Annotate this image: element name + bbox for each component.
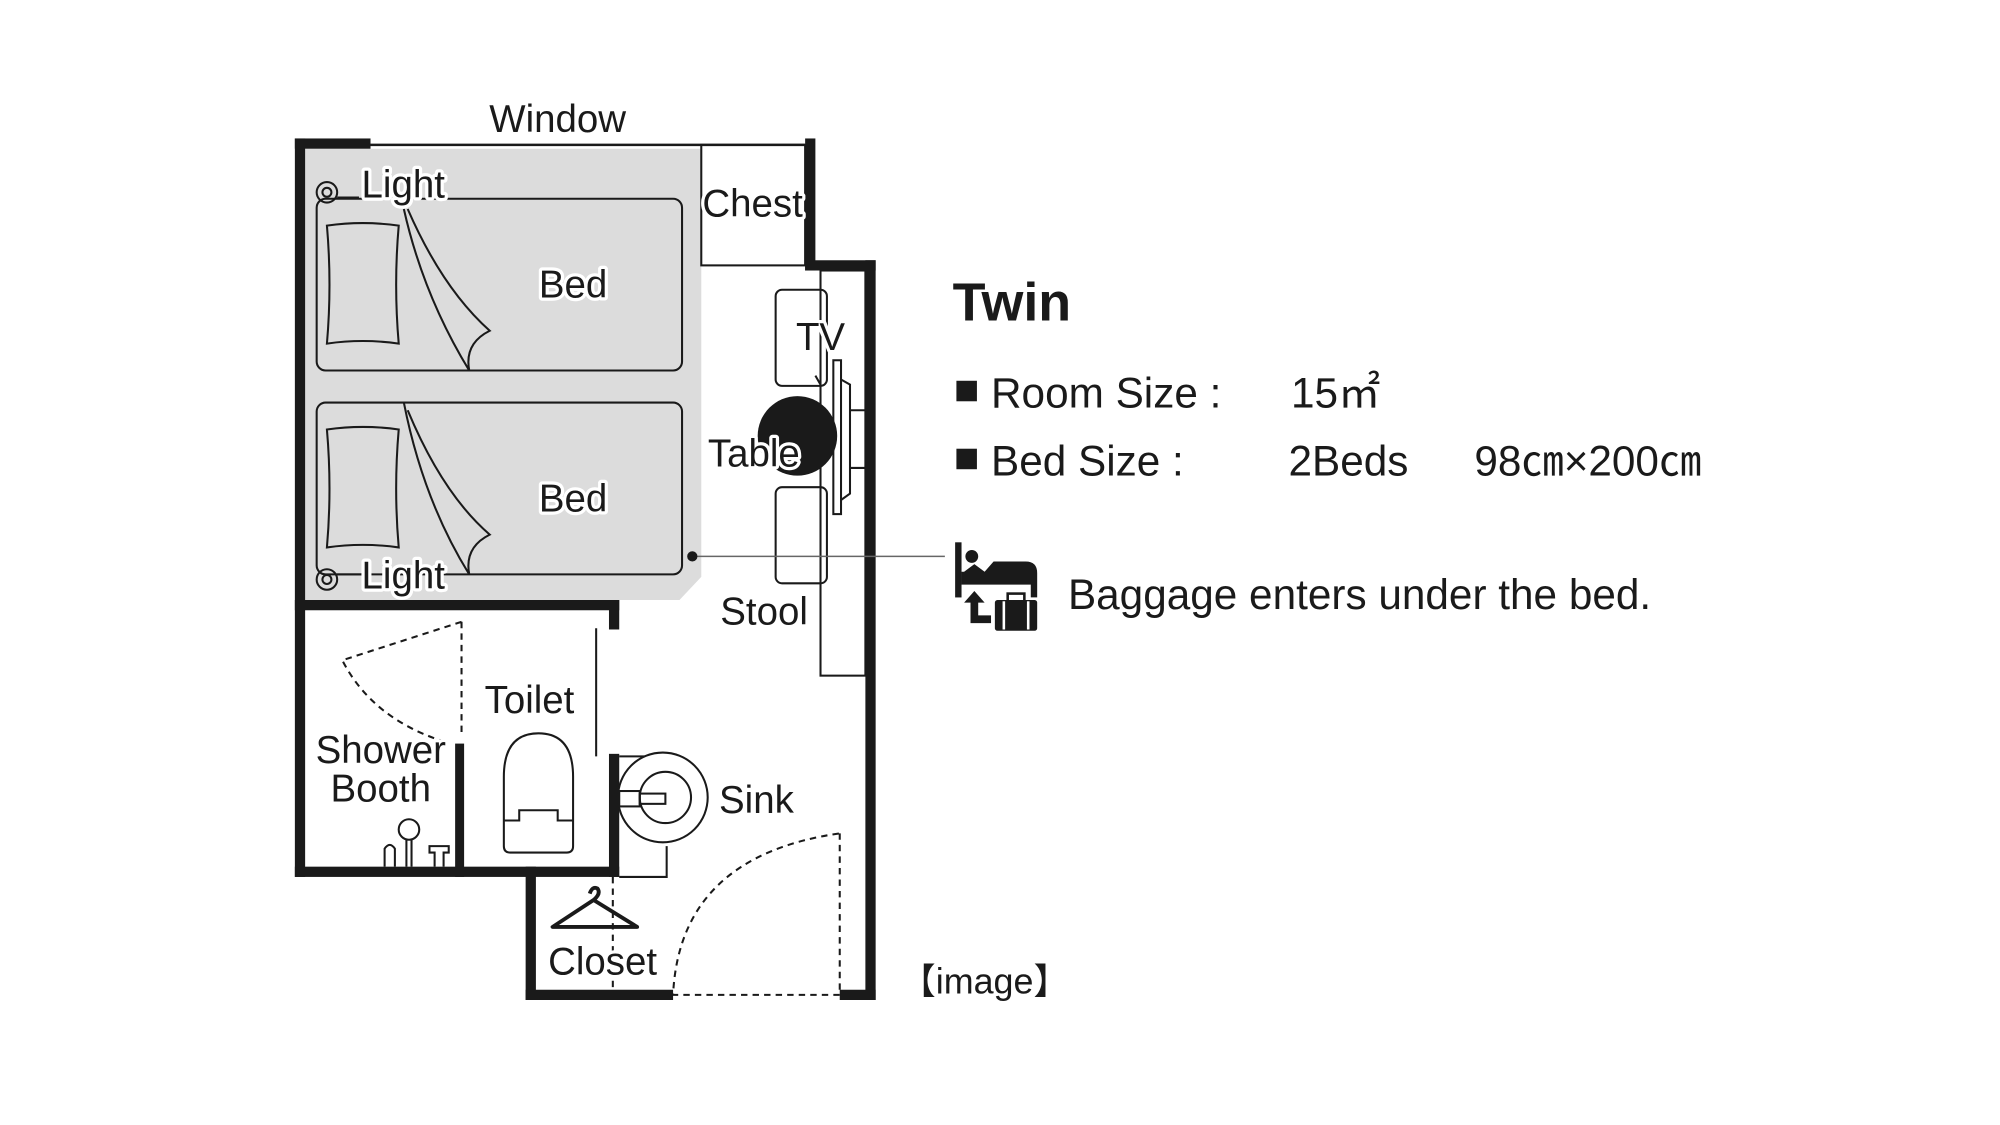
label-tv: TV (796, 316, 845, 359)
sink-fixture (616, 751, 709, 878)
label-window: Window (489, 98, 626, 141)
label-bed-top: Bed (539, 263, 607, 306)
label-light-top: Light (362, 163, 446, 206)
label-chest: Chest (702, 183, 803, 226)
label-stool: Stool (720, 590, 808, 633)
bed-dimensions: 98㎝×200㎝ (1474, 438, 1701, 485)
stool (774, 486, 828, 585)
bed-count: 2Beds (1288, 438, 1408, 485)
label-shower: Shower (316, 729, 447, 772)
label-table: Table (708, 433, 800, 476)
tv-panel (832, 359, 843, 516)
bed-area (305, 148, 702, 600)
stool (774, 288, 828, 387)
label-light-bottom: Light (362, 554, 446, 597)
label-closet: Closet (548, 940, 657, 983)
room-size-value: 15㎡ (1291, 370, 1380, 417)
bed-bottom (315, 401, 684, 576)
tv-desk (819, 269, 867, 677)
bed-size-label: Bed Size : (991, 438, 1184, 485)
room-type-title: Twin (953, 273, 1072, 333)
shower-door (340, 620, 463, 743)
label-toilet: Toilet (485, 679, 575, 722)
entrance-door (672, 832, 841, 996)
image-note: 【image】 (900, 962, 1069, 1002)
light-icon (315, 568, 362, 591)
light-icon (315, 181, 359, 204)
walls (294, 138, 876, 1000)
room-size-label: Room Size : (991, 370, 1221, 417)
chest (700, 143, 807, 267)
bed-top (315, 197, 684, 372)
table (757, 396, 838, 476)
baggage-note: Baggage enters under the bed. (1068, 571, 1651, 618)
label-bed-bottom: Bed (539, 478, 607, 521)
label-booth: Booth (331, 767, 431, 810)
bullet-icon (956, 380, 977, 402)
shower-fixture (383, 818, 450, 867)
label-sink: Sink (719, 779, 795, 822)
hanger-icon (550, 885, 640, 929)
bed-with-luggage-icon (955, 542, 1038, 631)
bullet-icon (956, 448, 977, 470)
toilet-fixture (502, 732, 575, 854)
